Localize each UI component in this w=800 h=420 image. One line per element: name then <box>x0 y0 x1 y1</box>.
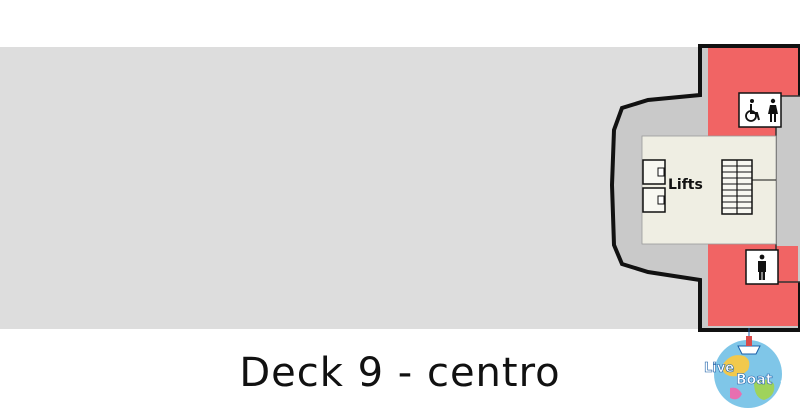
logo-word-live: Live <box>704 361 734 376</box>
staircase <box>721 159 776 215</box>
deck-area <box>0 47 712 329</box>
restroom-sign-accessible-women <box>738 92 782 128</box>
logo-globe <box>714 340 782 408</box>
deck-plan: Lifts <box>0 44 800 332</box>
wheelchair-icon <box>745 99 760 122</box>
logo-ship-icon <box>737 328 761 355</box>
man-icon <box>758 254 766 280</box>
woman-icon <box>768 98 778 122</box>
liveboat-logo: Live Boat .it <box>704 328 790 408</box>
lift-door-1 <box>657 167 665 177</box>
restroom-sign-men <box>745 249 779 285</box>
lifts-label: Lifts <box>668 177 703 193</box>
lift-door-2 <box>657 195 665 205</box>
deck-title: Deck 9 - centro <box>239 350 561 396</box>
logo-word-boat: Boat <box>736 372 773 388</box>
lift-car-2 <box>642 187 666 213</box>
logo-suffix: .it <box>780 375 790 384</box>
lift-car-1 <box>642 159 666 185</box>
